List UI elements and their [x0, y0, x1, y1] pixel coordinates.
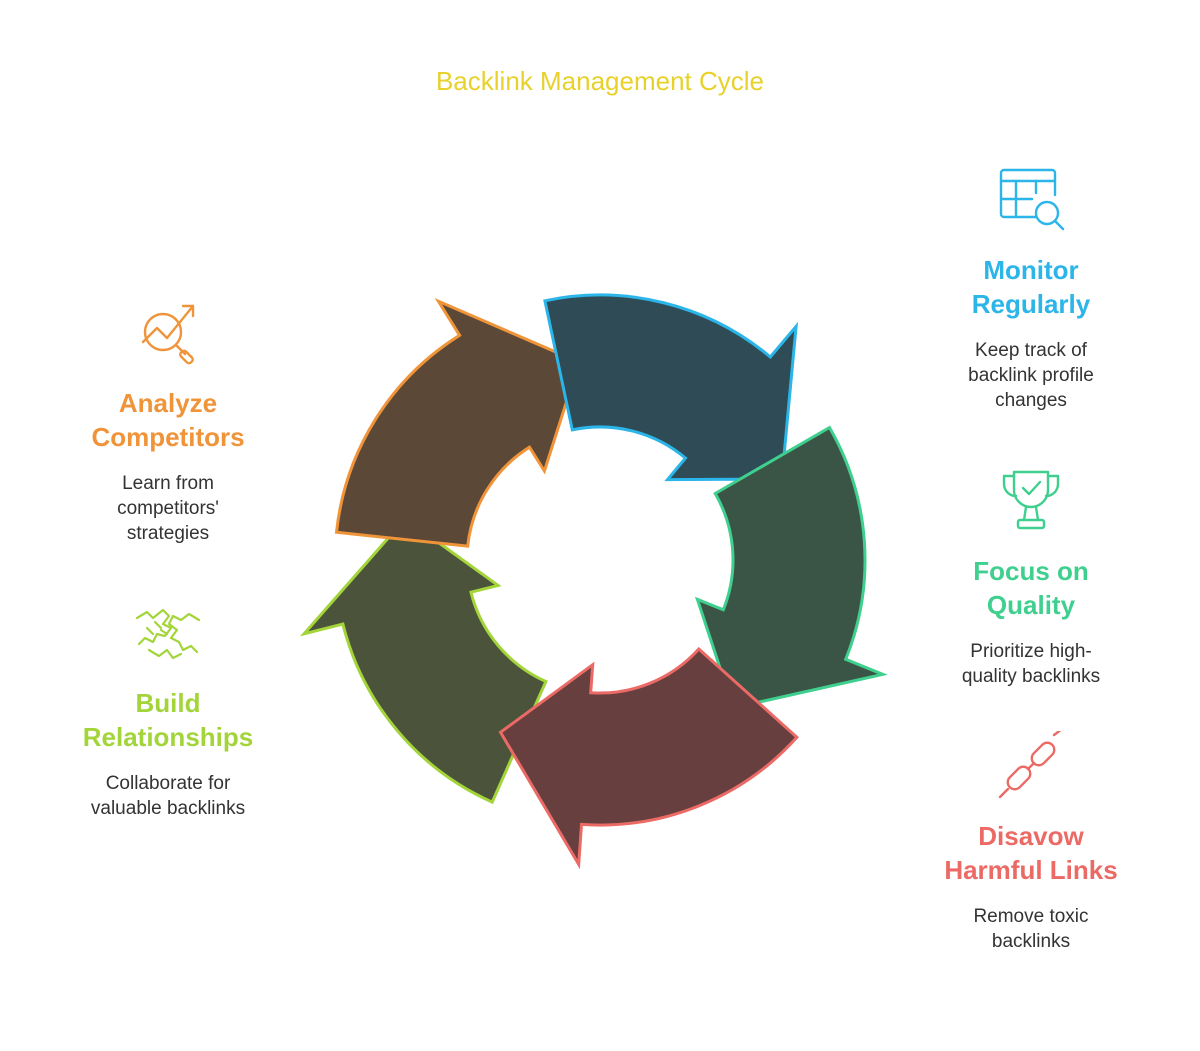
desc-line: strategies [126, 523, 210, 544]
desc-line: Keep track of [975, 340, 1087, 361]
step-monitor-regularly: Monitor Regularly Keep track of backlink… [911, 165, 1151, 413]
step-focus-on-quality: Focus on Quality Prioritize high- qualit… [911, 466, 1151, 689]
desc-line: backlink profile [968, 365, 1094, 386]
step-description: Remove toxic backlinks [911, 904, 1151, 954]
step-heading: Focus on [973, 556, 1089, 586]
desc-line: changes [995, 390, 1067, 411]
desc-line: backlinks [991, 931, 1071, 952]
chart-magnifier-icon [141, 304, 195, 365]
step-heading: Analyze [118, 388, 218, 418]
cycle-arrow-analyze [334, 298, 582, 548]
table-search-icon [999, 168, 1065, 231]
handshake-icon [135, 608, 201, 660]
step-heading: Competitors [91, 422, 245, 452]
step-description: Collaborate for valuable backlinks [48, 771, 288, 821]
cycle-arrow-build [299, 516, 548, 805]
desc-line: valuable backlinks [90, 798, 246, 819]
step-heading: Harmful Links [944, 855, 1118, 885]
cycle-arrows [299, 293, 888, 870]
step-description: Prioritize high- quality backlinks [911, 639, 1151, 689]
desc-line: competitors' [117, 498, 219, 519]
step-description: Learn from competitors' strategies [48, 471, 288, 546]
desc-line: Prioritize high- [970, 641, 1092, 662]
step-heading: Build [135, 688, 201, 718]
desc-line: quality backlinks [961, 666, 1101, 687]
desc-line: Collaborate for [105, 773, 231, 794]
desc-line: Learn from [122, 473, 214, 494]
cycle-arrow-quality [694, 425, 888, 710]
diagram-title: Backlink Management Cycle [435, 66, 765, 96]
step-analyze-competitors: Analyze Competitors Learn from competito… [48, 298, 288, 546]
cycle-arrow-disavow [498, 646, 800, 870]
step-heading: Disavow [978, 821, 1084, 851]
step-heading: Relationships [82, 722, 254, 752]
step-build-relationships: Build Relationships Collaborate for valu… [48, 598, 288, 821]
step-description: Keep track of backlink profile changes [911, 338, 1151, 413]
step-heading: Monitor [983, 255, 1079, 285]
step-disavow-harmful-links: Disavow Harmful Links Remove toxic backl… [911, 731, 1151, 954]
broken-chain-icon [998, 731, 1062, 799]
step-heading: Quality [986, 590, 1076, 620]
desc-line: Remove toxic [973, 906, 1089, 927]
trophy-check-icon [1002, 470, 1060, 530]
cycle-arrow-monitor [543, 293, 799, 482]
step-heading: Regularly [971, 289, 1091, 319]
